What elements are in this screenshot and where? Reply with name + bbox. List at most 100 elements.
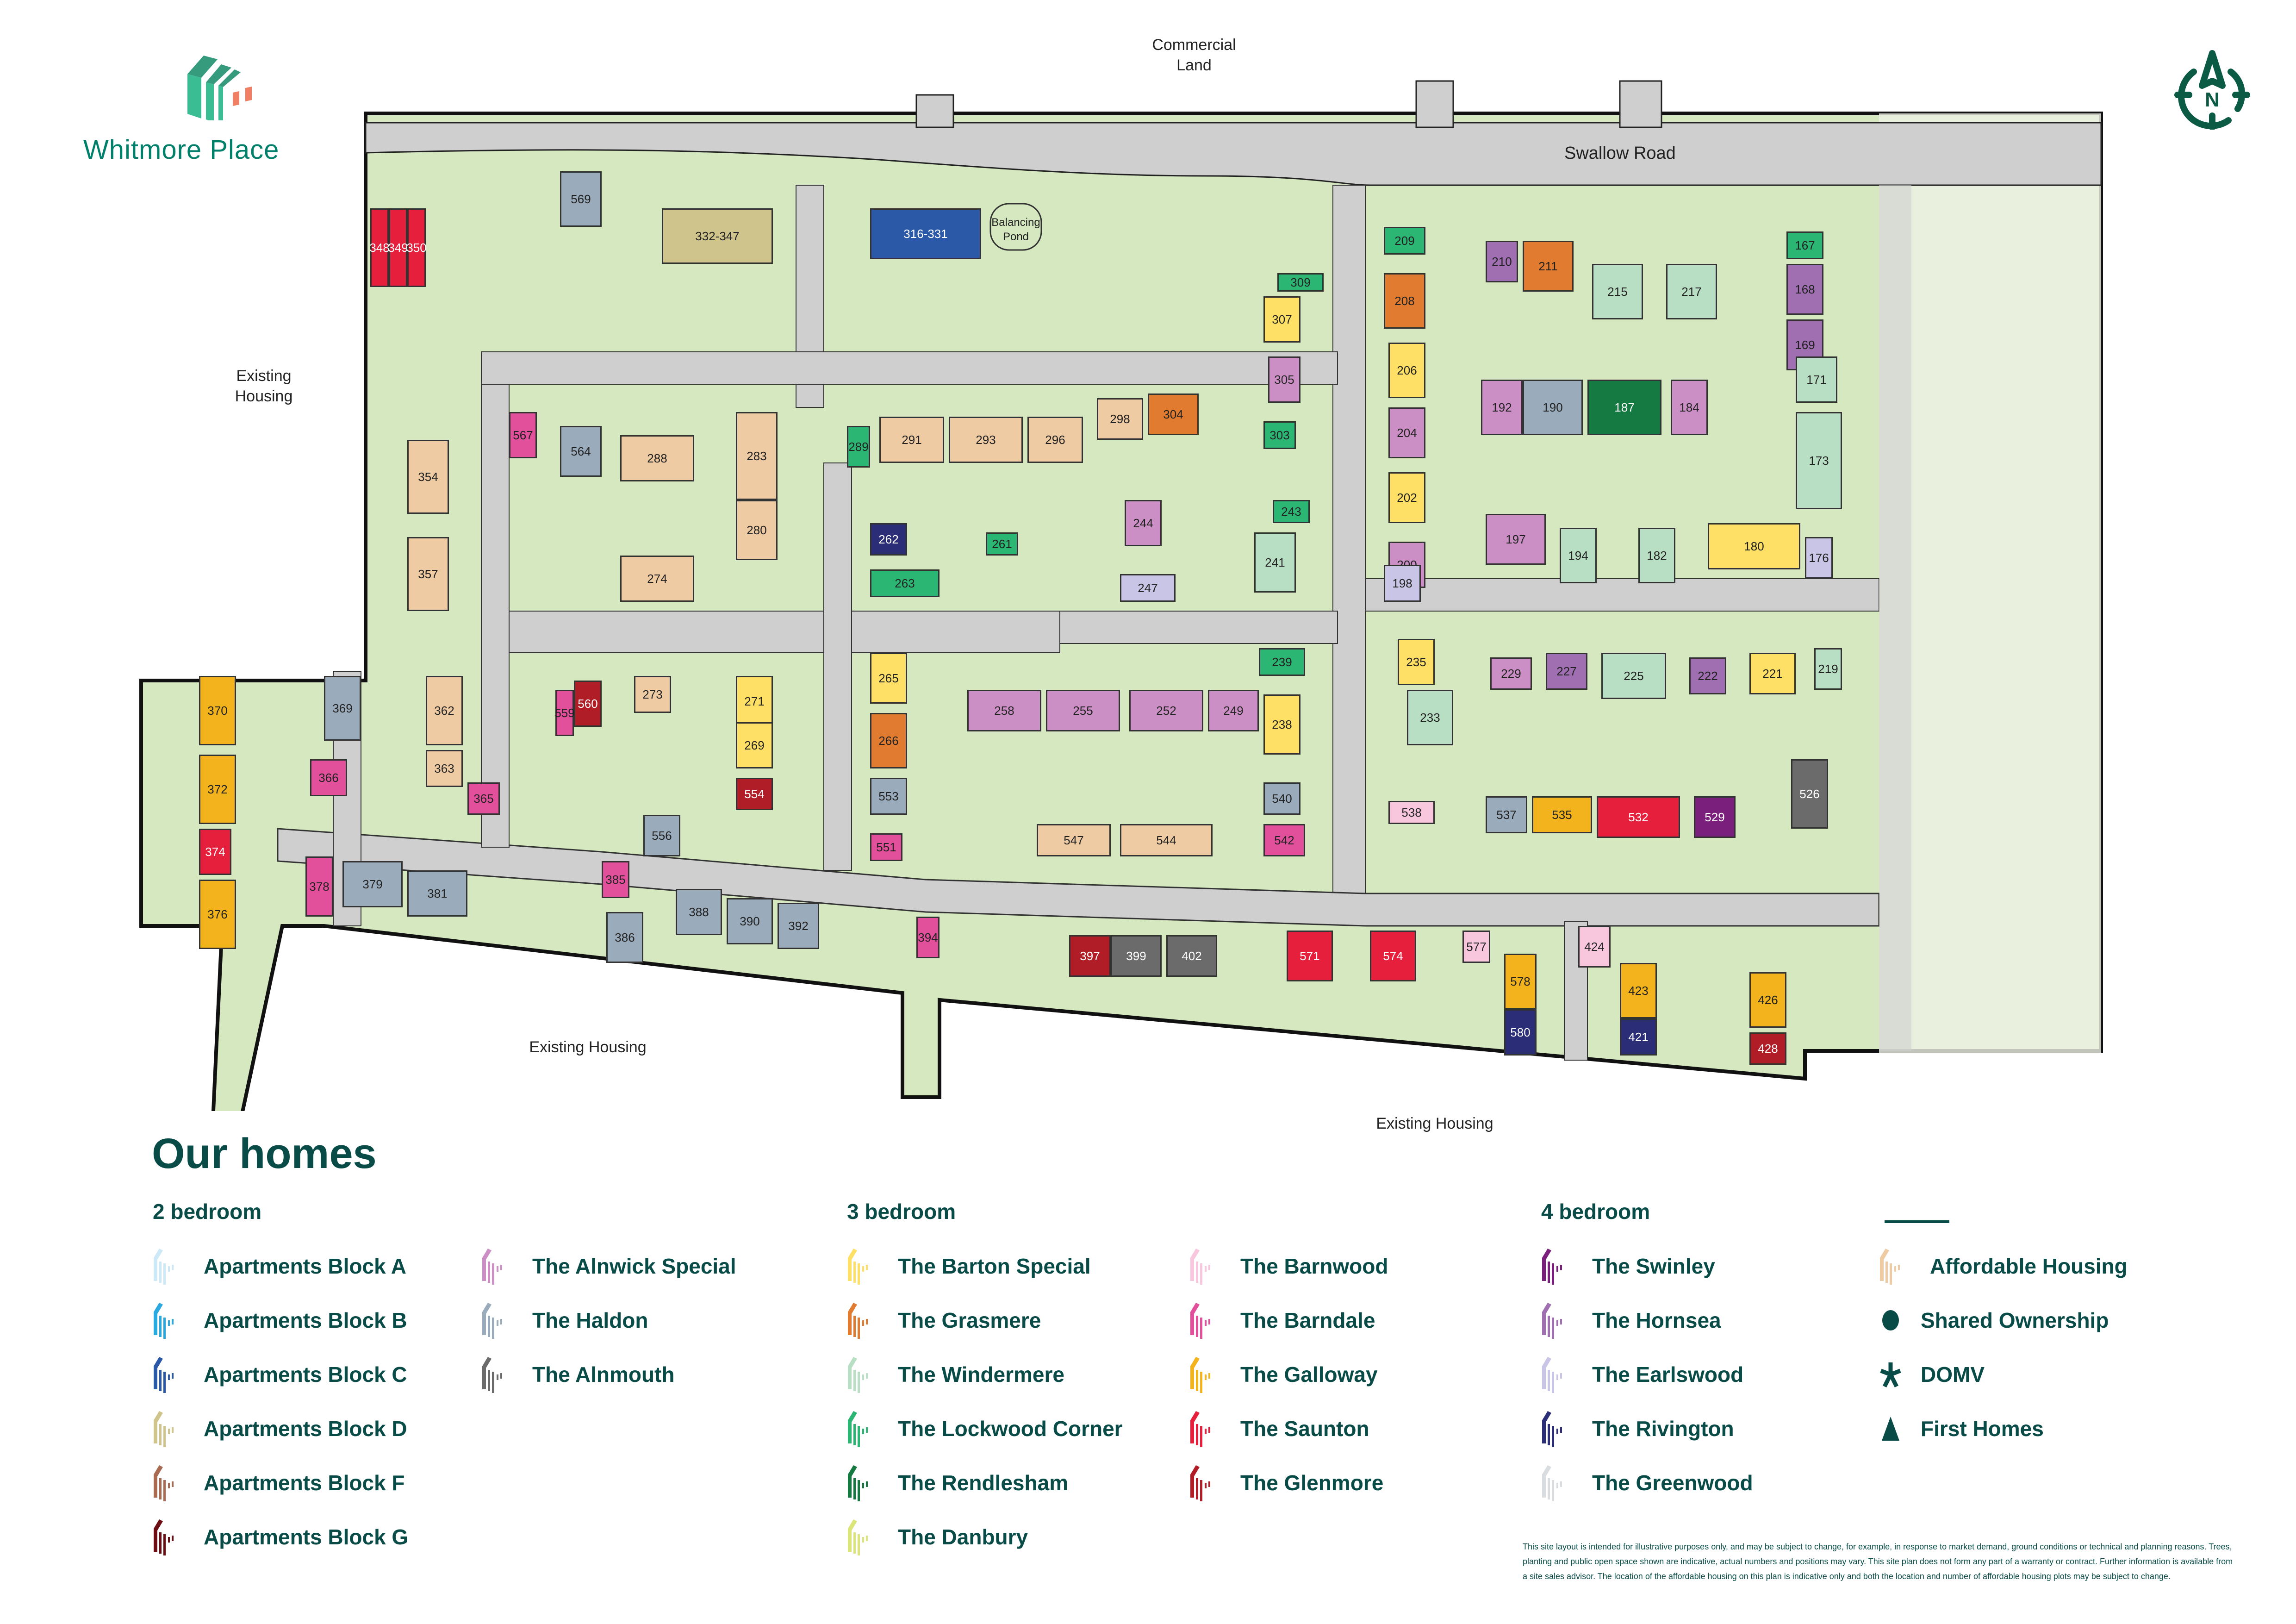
plot-542[interactable]: 542 bbox=[1263, 824, 1305, 856]
plot-167[interactable]: 167 bbox=[1786, 231, 1823, 259]
plot-168[interactable]: 168 bbox=[1786, 264, 1823, 315]
plot-239[interactable]: 239 bbox=[1259, 648, 1305, 676]
plot-372[interactable]: 372 bbox=[199, 755, 236, 824]
plot-202[interactable]: 202 bbox=[1388, 472, 1425, 523]
plot-560[interactable]: 560 bbox=[574, 681, 602, 727]
plot-238[interactable]: 238 bbox=[1263, 694, 1300, 755]
plot-357[interactable]: 357 bbox=[407, 537, 449, 611]
plot-399[interactable]: 399 bbox=[1111, 935, 1162, 977]
plot-217[interactable]: 217 bbox=[1666, 264, 1717, 319]
plot-255[interactable]: 255 bbox=[1046, 690, 1120, 731]
plot-578[interactable]: 578 bbox=[1504, 954, 1537, 1009]
plot-187[interactable]: 187 bbox=[1587, 380, 1661, 435]
plot-365[interactable]: 365 bbox=[467, 782, 500, 815]
plot-309[interactable]: 309 bbox=[1277, 273, 1324, 292]
plot-176[interactable]: 176 bbox=[1805, 537, 1833, 579]
plot-222[interactable]: 222 bbox=[1689, 657, 1726, 694]
plot-291[interactable]: 291 bbox=[879, 417, 944, 463]
plot-280[interactable]: 280 bbox=[736, 500, 778, 560]
plot-381[interactable]: 381 bbox=[407, 870, 467, 917]
plot-571[interactable]: 571 bbox=[1287, 931, 1333, 981]
plot-428[interactable]: 428 bbox=[1749, 1032, 1786, 1065]
plot-180[interactable]: 180 bbox=[1708, 523, 1800, 569]
plot-206[interactable]: 206 bbox=[1388, 343, 1425, 398]
plot-540[interactable]: 540 bbox=[1263, 782, 1300, 815]
plot-173[interactable]: 173 bbox=[1796, 412, 1842, 509]
plot-378[interactable]: 378 bbox=[305, 856, 333, 917]
plot-229[interactable]: 229 bbox=[1490, 657, 1532, 690]
plot-266[interactable]: 266 bbox=[870, 713, 907, 768]
plot-219[interactable]: 219 bbox=[1814, 648, 1842, 690]
plot-553[interactable]: 553 bbox=[870, 778, 907, 815]
plot-204[interactable]: 204 bbox=[1388, 407, 1425, 458]
plot-271[interactable]: 271 bbox=[736, 676, 773, 727]
plot-184[interactable]: 184 bbox=[1671, 380, 1708, 435]
plot-559[interactable]: 559 bbox=[554, 690, 575, 736]
plot-386[interactable]: 386 bbox=[606, 912, 643, 963]
plot-182[interactable]: 182 bbox=[1638, 528, 1675, 583]
plot-233[interactable]: 233 bbox=[1407, 690, 1453, 745]
plot-426[interactable]: 426 bbox=[1749, 972, 1786, 1028]
plot-567[interactable]: 567 bbox=[509, 412, 537, 458]
plot-305[interactable]: 305 bbox=[1268, 356, 1300, 403]
plot-574[interactable]: 574 bbox=[1370, 931, 1416, 981]
plot-529[interactable]: 529 bbox=[1694, 796, 1736, 838]
plot-332-347[interactable]: 332-347 bbox=[662, 208, 773, 264]
plot-171[interactable]: 171 bbox=[1796, 356, 1837, 403]
plot-580[interactable]: 580 bbox=[1504, 1009, 1537, 1056]
plot-366[interactable]: 366 bbox=[310, 759, 347, 796]
plot-394[interactable]: 394 bbox=[916, 917, 940, 958]
plot-293[interactable]: 293 bbox=[949, 417, 1023, 463]
plot-577[interactable]: 577 bbox=[1462, 931, 1490, 963]
plot-211[interactable]: 211 bbox=[1523, 241, 1574, 292]
plot-298[interactable]: 298 bbox=[1097, 398, 1143, 440]
plot-215[interactable]: 215 bbox=[1592, 264, 1643, 319]
plot-208[interactable]: 208 bbox=[1384, 273, 1425, 329]
plot-263[interactable]: 263 bbox=[870, 569, 940, 597]
plot-369[interactable]: 369 bbox=[324, 676, 361, 741]
plot-241[interactable]: 241 bbox=[1254, 532, 1296, 593]
plot-304[interactable]: 304 bbox=[1148, 394, 1199, 435]
plot-273[interactable]: 273 bbox=[634, 676, 671, 713]
plot-227[interactable]: 227 bbox=[1546, 653, 1587, 690]
plot-537[interactable]: 537 bbox=[1486, 796, 1527, 833]
plot-397[interactable]: 397 bbox=[1069, 935, 1111, 977]
plot-269[interactable]: 269 bbox=[736, 722, 773, 768]
plot-544[interactable]: 544 bbox=[1120, 824, 1213, 856]
plot-532[interactable]: 532 bbox=[1597, 796, 1680, 838]
plot-348[interactable]: 348 bbox=[369, 208, 390, 287]
plot-210[interactable]: 210 bbox=[1486, 241, 1518, 282]
plot-249[interactable]: 249 bbox=[1208, 690, 1259, 731]
plot-225[interactable]: 225 bbox=[1601, 653, 1666, 699]
plot-370[interactable]: 370 bbox=[199, 676, 236, 745]
plot-261[interactable]: 261 bbox=[986, 532, 1018, 556]
plot-289[interactable]: 289 bbox=[847, 426, 870, 468]
plot-421[interactable]: 421 bbox=[1620, 1018, 1657, 1056]
plot-197[interactable]: 197 bbox=[1486, 514, 1546, 565]
plot-402[interactable]: 402 bbox=[1166, 935, 1217, 977]
plot-554[interactable]: 554 bbox=[736, 778, 773, 810]
plot-354[interactable]: 354 bbox=[407, 440, 449, 514]
plot-362[interactable]: 362 bbox=[426, 676, 463, 745]
plot-192[interactable]: 192 bbox=[1481, 380, 1523, 435]
plot-376[interactable]: 376 bbox=[199, 880, 236, 949]
plot-235[interactable]: 235 bbox=[1398, 639, 1435, 685]
plot-247[interactable]: 247 bbox=[1120, 574, 1176, 602]
plot-244[interactable]: 244 bbox=[1125, 500, 1162, 546]
plot-392[interactable]: 392 bbox=[778, 903, 819, 949]
plot-556[interactable]: 556 bbox=[643, 815, 680, 856]
plot-551[interactable]: 551 bbox=[870, 833, 902, 861]
plot-194[interactable]: 194 bbox=[1560, 528, 1597, 583]
plot-243[interactable]: 243 bbox=[1273, 500, 1310, 523]
plot-262[interactable]: 262 bbox=[870, 523, 907, 556]
plot-274[interactable]: 274 bbox=[620, 556, 694, 602]
plot-538[interactable]: 538 bbox=[1388, 801, 1435, 824]
plot-283[interactable]: 283 bbox=[736, 412, 778, 500]
plot-535[interactable]: 535 bbox=[1532, 796, 1592, 833]
plot-569[interactable]: 569 bbox=[560, 171, 602, 227]
plot-209[interactable]: 209 bbox=[1384, 227, 1425, 255]
plot-363[interactable]: 363 bbox=[426, 750, 463, 787]
plot-564[interactable]: 564 bbox=[560, 426, 602, 477]
plot-424[interactable]: 424 bbox=[1578, 926, 1611, 968]
plot-316-331[interactable]: 316-331 bbox=[870, 208, 981, 259]
